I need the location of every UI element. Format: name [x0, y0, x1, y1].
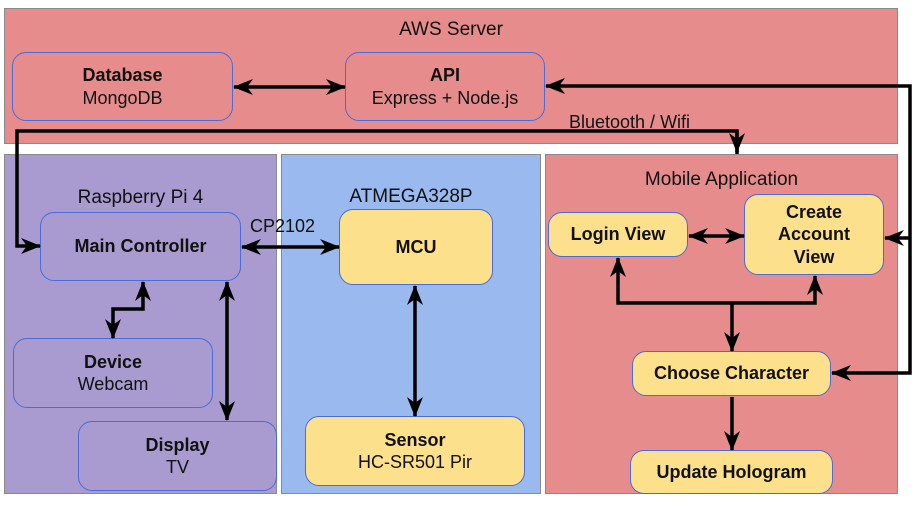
device-subtitle: Webcam	[77, 374, 149, 394]
database-subtitle: MongoDB	[82, 87, 163, 108]
api-node[interactable]: API Express + Node.js	[345, 52, 545, 121]
device-webcam-node[interactable]: Device Webcam	[13, 338, 213, 408]
atmega-label: ATMEGA328P	[349, 186, 473, 207]
mcu-title: MCU	[395, 236, 437, 257]
aws-server-container: AWS Server	[4, 8, 898, 144]
raspberry-pi-label: Raspberry Pi 4	[77, 187, 204, 208]
device-title: Device	[83, 351, 143, 372]
mcu-node[interactable]: MCU	[339, 209, 493, 285]
display-subtitle: TV	[165, 457, 189, 477]
sensor-node[interactable]: Sensor HC-SR501 Pir	[305, 416, 525, 486]
choose-character-node[interactable]: Choose Character	[632, 351, 831, 396]
bluetooth-wifi-label: Bluetooth / Wifi	[569, 112, 691, 132]
main-controller-node[interactable]: Main Controller	[40, 212, 241, 281]
database-node[interactable]: Database MongoDB	[12, 52, 233, 121]
mobile-app-label: Mobile Application	[644, 169, 799, 190]
api-title: API	[429, 65, 460, 85]
display-title: Display	[145, 434, 210, 455]
create-account-view-node[interactable]: Create Account View	[744, 194, 884, 275]
login-view-title: Login View	[570, 224, 666, 245]
login-view-node[interactable]: Login View	[548, 212, 688, 257]
update-hologram-title: Update Hologram	[656, 461, 807, 482]
database-title: Database	[82, 65, 163, 85]
sensor-subtitle: HC-SR501 Pir	[357, 452, 473, 472]
cp2102-label: CP2102	[250, 216, 316, 236]
display-tv-node[interactable]: Display TV	[78, 421, 277, 491]
aws-server-label: AWS Server	[399, 19, 503, 40]
update-hologram-node[interactable]: Update Hologram	[630, 450, 833, 494]
choose-character-title: Choose Character	[653, 363, 810, 384]
sensor-title: Sensor	[384, 429, 446, 450]
create-account-view-title: Create Account View	[778, 201, 850, 267]
api-subtitle: Express + Node.js	[371, 87, 519, 108]
main-controller-title: Main Controller	[74, 236, 207, 257]
